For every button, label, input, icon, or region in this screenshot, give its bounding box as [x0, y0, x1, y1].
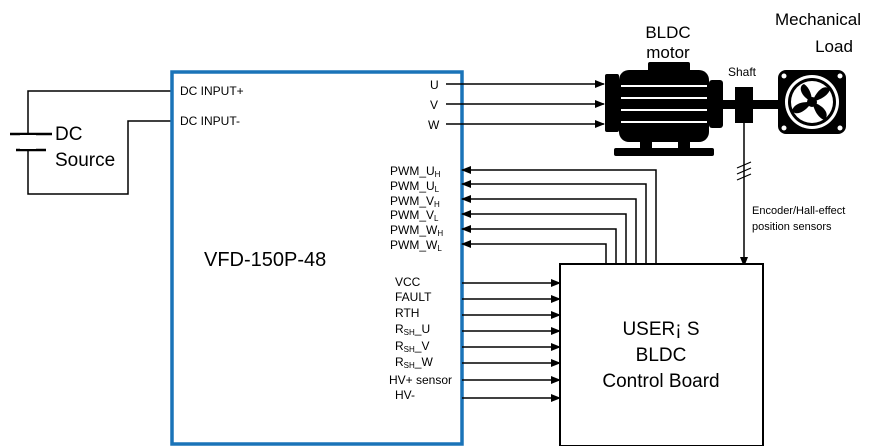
motor-label-line1: BLDC: [645, 23, 690, 42]
dc-source-wires: [27, 90, 172, 195]
shaft: Shaft: [723, 65, 779, 123]
control-board-label-line2: BLDC: [636, 345, 687, 366]
fault-label: FAULT: [395, 290, 432, 304]
phase-u-label: U: [430, 78, 439, 92]
pwm-vl-label: PWM_VL: [390, 208, 439, 223]
dc-source-label-line2: Source: [55, 150, 115, 171]
pwm-vh-label: PWM_VH: [390, 194, 440, 209]
dc-input-plus-label: DC INPUT+: [180, 84, 244, 98]
vfd-title: VFD-150P-48: [204, 249, 326, 271]
pwm-vh-wire: [461, 195, 637, 264]
dc-source-label-line1: DC: [55, 124, 82, 145]
load-label-line1: Mechanical: [775, 10, 861, 29]
control-board: USER¡ S BLDC Control Board: [559, 263, 764, 446]
sensor-label-line1: Encoder/Hall-effect: [752, 205, 845, 217]
pwm-uh-label: PWM_UH: [390, 164, 441, 179]
rsh-u-label: RSH_U: [395, 322, 430, 337]
phase-wires: [446, 80, 605, 128]
mechanical-load: Mechanical Load: [775, 10, 861, 134]
pwm-wires: [461, 166, 657, 264]
dc-source: DC Source: [10, 90, 172, 195]
hv-plus-sensor-label: HV+ sensor: [389, 373, 452, 387]
rsh-v-label: RSH_V: [395, 339, 429, 354]
motor-icon: [605, 62, 723, 156]
control-board-box: [559, 263, 764, 446]
pwm-wl-wire: [461, 240, 607, 264]
pwm-wl-label: PWM_WL: [390, 238, 442, 253]
rth-label: RTH: [395, 306, 419, 320]
shaft-coupling: [735, 87, 753, 123]
pwm-wh-label: PWM_WH: [390, 223, 443, 238]
phase-v-label: V: [430, 98, 438, 112]
pwm-uh-wire: [461, 166, 657, 264]
phase-w-label: W: [428, 118, 440, 132]
sensor-bus-ticks: [736, 161, 752, 181]
pwm-vl-wire: [461, 210, 627, 264]
sensor-label-line2: position sensors: [752, 221, 832, 233]
dc-input-minus-label: DC INPUT-: [180, 114, 240, 128]
pwm-wh-wire: [461, 225, 617, 264]
motor-label-line2: motor: [646, 43, 690, 62]
output-wires: [462, 279, 561, 402]
control-board-label-line3: Control Board: [602, 371, 719, 392]
pwm-ul-label: PWM_UL: [390, 179, 440, 194]
vcc-label: VCC: [395, 275, 421, 289]
fan-icon: [778, 70, 846, 134]
load-label-line2: Load: [815, 37, 853, 56]
pwm-labels: PWM_UH PWM_UL PWM_VH PWM_VL PWM_WH PWM_W…: [390, 164, 443, 253]
sensor-link: Encoder/Hall-effect position sensors: [736, 123, 845, 267]
vfd-block: DC INPUT+ DC INPUT- U V W PWM_UH PWM_UL …: [170, 70, 464, 446]
pwm-ul-wire: [461, 180, 647, 264]
output-labels: VCC FAULT RTH RSH_U RSH_V RSH_W HV+ sens…: [389, 275, 452, 402]
hv-minus-label: HV-: [395, 388, 415, 402]
rsh-w-label: RSH_W: [395, 355, 433, 370]
shaft-label: Shaft: [728, 65, 757, 79]
control-board-label-line1: USER¡ S: [622, 319, 699, 340]
bldc-motor: BLDC motor: [605, 23, 723, 156]
vfd-box: [170, 70, 464, 446]
